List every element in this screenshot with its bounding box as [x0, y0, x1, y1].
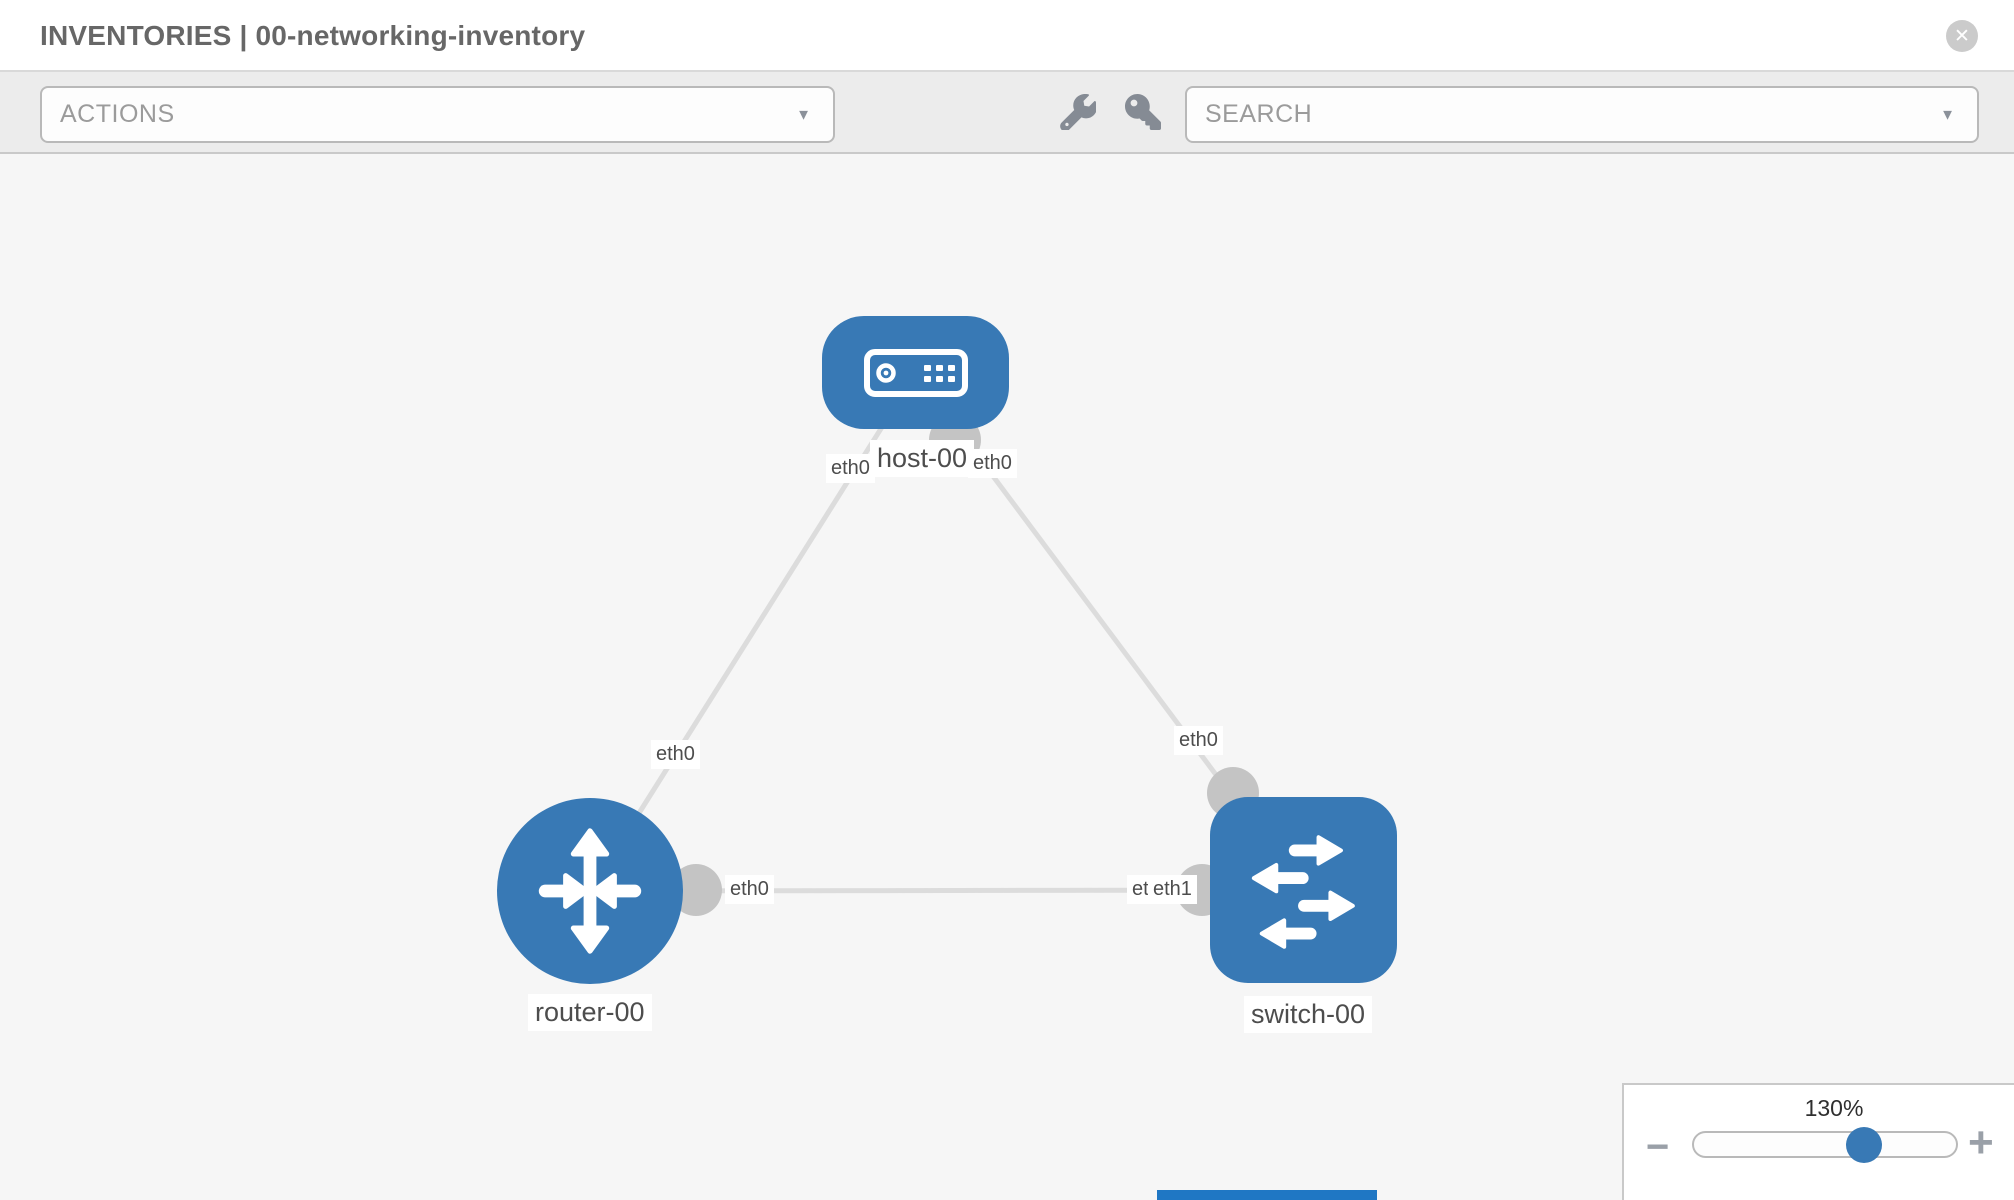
chevron-down-icon: ▼ [796, 106, 811, 123]
interface-label: eth0 [968, 449, 1017, 478]
chevron-down-icon: ▼ [1940, 106, 1955, 123]
zoom-level-value: 130% [1804, 1095, 1864, 1121]
search-input: SEARCH [1205, 100, 1313, 128]
wrench-icon [1060, 94, 1096, 130]
server-icon [863, 348, 968, 397]
configure-button[interactable] [1056, 90, 1100, 134]
close-icon: ✕ [1954, 25, 1970, 47]
zoom-out-button[interactable]: − [1646, 1125, 1670, 1169]
zoom-in-button[interactable]: + [1968, 1118, 1994, 1167]
node-router-00[interactable] [497, 798, 683, 984]
node-switch-00[interactable] [1210, 797, 1397, 983]
interface-label: eth0 [826, 454, 875, 483]
interface-label: eth0 [1174, 726, 1223, 755]
topology-canvas[interactable]: host-00 router-00 switch-00 eth0 eth0 et… [0, 154, 2014, 1200]
header-bar: INVENTORIES | 00-networking-inventory ✕ [0, 0, 2014, 72]
zoom-slider-track[interactable] [1692, 1131, 1958, 1158]
toolbar: ACTIONS ▼ SEARCH ▼ [0, 72, 2014, 154]
zoom-panel: 130% − + [1622, 1083, 2014, 1200]
links-layer [587, 371, 1305, 916]
partial-blue-element [1157, 1190, 1377, 1200]
interface-label: eth0 [651, 740, 700, 769]
node-label-host: host-00 [870, 440, 975, 478]
actions-dropdown-label: ACTIONS [60, 100, 175, 128]
interface-label: eth0 [725, 875, 774, 904]
actions-dropdown[interactable]: ACTIONS ▼ [40, 86, 835, 143]
credentials-button[interactable] [1121, 90, 1165, 134]
interface-dot [670, 864, 722, 916]
interface-label: eth1 [1148, 875, 1197, 904]
node-label-switch: switch-00 [1244, 996, 1373, 1034]
page-title: INVENTORIES | 00-networking-inventory [40, 20, 586, 51]
search-dropdown[interactable]: SEARCH ▼ [1185, 86, 1979, 143]
router-arrows-icon [538, 828, 642, 954]
node-label-router: router-00 [528, 994, 652, 1032]
key-icon [1125, 94, 1161, 130]
close-button[interactable]: ✕ [1946, 20, 1978, 52]
zoom-slider-thumb[interactable] [1846, 1127, 1882, 1163]
node-host-00[interactable] [822, 316, 1009, 429]
switch-arrows-icon [1251, 835, 1355, 949]
